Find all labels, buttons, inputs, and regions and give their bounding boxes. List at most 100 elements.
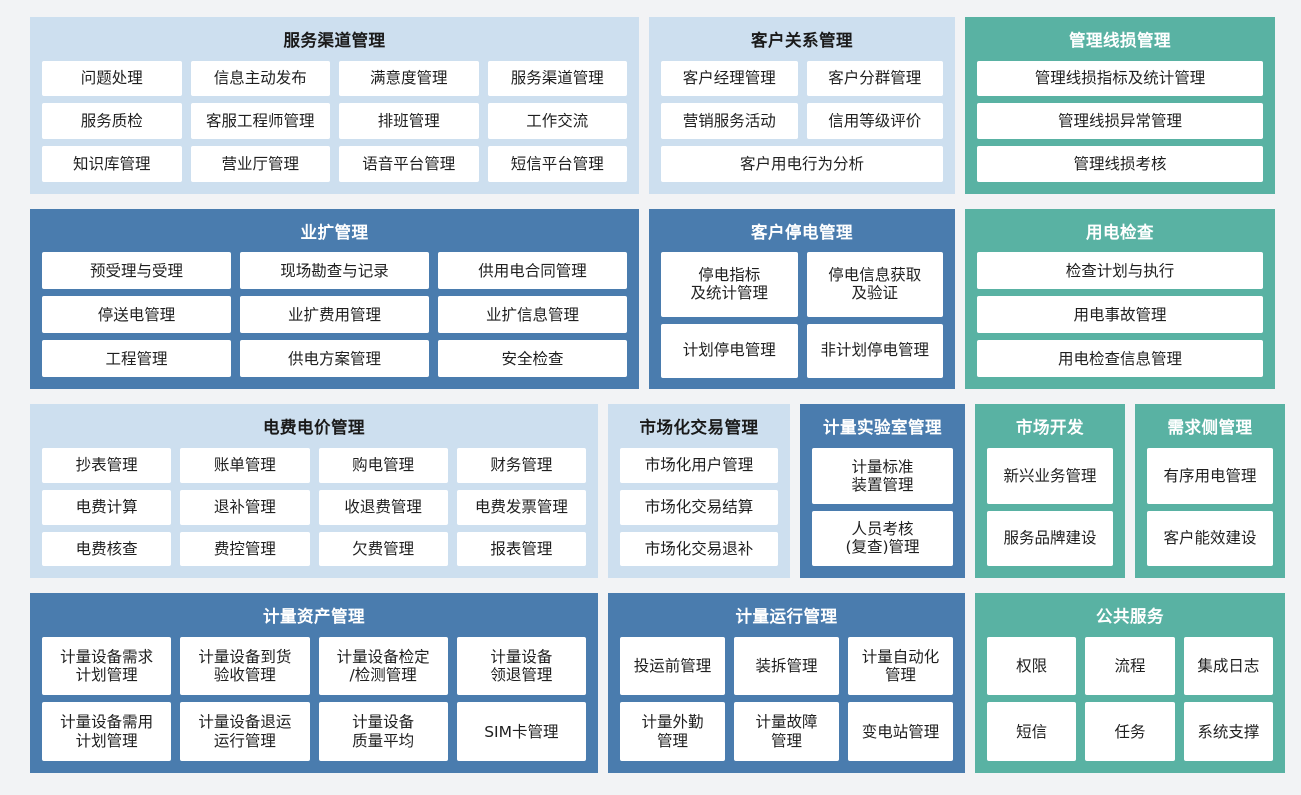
tile-item[interactable]: 管理线损考核 xyxy=(977,146,1263,182)
tile-item[interactable]: 供用电合同管理 xyxy=(438,252,627,290)
tile-item[interactable]: 人员考核 (复查)管理 xyxy=(812,510,953,567)
tile-item[interactable]: 客户分群管理 xyxy=(806,60,943,97)
tile-item[interactable]: 新兴业务管理 xyxy=(987,447,1113,504)
tile-item[interactable]: 管理线损指标及统计管理 xyxy=(977,60,1263,97)
tile-item[interactable]: 营业厅管理 xyxy=(190,146,330,182)
tile-item[interactable]: 计量设备需用 计划管理 xyxy=(42,702,172,762)
tile-item[interactable]: 市场化交易结算 xyxy=(620,489,778,525)
tile-item[interactable]: 检查计划与执行 xyxy=(977,252,1263,290)
tile-item[interactable]: 问题处理 xyxy=(42,60,182,97)
tile-item[interactable]: 客户能效建设 xyxy=(1147,510,1273,567)
tile-item[interactable]: 账单管理 xyxy=(180,447,310,483)
panel-metering-operation[interactable]: 计量运行管理 投运前管理 装拆管理 计量自动化 管理 计量外勤 管理 计量故障 … xyxy=(608,593,965,773)
tile-item[interactable]: 权限 xyxy=(987,636,1077,696)
tile-item[interactable]: 电费发票管理 xyxy=(456,489,586,525)
tile-item[interactable]: 排班管理 xyxy=(339,103,479,139)
tile-row: 抄表管理 账单管理 购电管理 财务管理 xyxy=(42,447,586,483)
tile-item[interactable]: 短信 xyxy=(987,702,1077,762)
panel-market-transaction[interactable]: 市场化交易管理 市场化用户管理 市场化交易结算 市场化交易退补 xyxy=(608,404,790,579)
tile-item[interactable]: 用电检查信息管理 xyxy=(977,340,1263,378)
tile-item[interactable]: 营销服务活动 xyxy=(661,103,798,139)
panel-public-service[interactable]: 公共服务 权限 流程 集成日志 短信 任务 系统支撑 xyxy=(975,593,1285,773)
tile-item[interactable]: 集成日志 xyxy=(1183,636,1273,696)
panel-service-channel[interactable]: 服务渠道管理 问题处理 信息主动发布 满意度管理 服务渠道管理 服务质检 客服工… xyxy=(30,17,639,194)
tile-item[interactable]: 预受理与受理 xyxy=(42,252,231,290)
tile-row: 市场化用户管理 xyxy=(620,447,778,483)
tile-group: 检查计划与执行 用电事故管理 用电检查信息管理 xyxy=(977,252,1263,378)
panel-market-development[interactable]: 市场开发 新兴业务管理 服务品牌建设 xyxy=(975,404,1125,579)
tile-item[interactable]: 抄表管理 xyxy=(42,447,172,483)
panel-power-inspection[interactable]: 用电检查 检查计划与执行 用电事故管理 用电检查信息管理 xyxy=(965,208,1275,390)
tile-item[interactable]: 计量故障 管理 xyxy=(734,702,839,762)
tile-item[interactable]: 有序用电管理 xyxy=(1147,447,1273,504)
panel-metering-laboratory[interactable]: 计量实验室管理 计量标准 装置管理 人员考核 (复查)管理 xyxy=(800,404,965,579)
tile-row: 计量标准 装置管理 xyxy=(812,447,953,504)
tile-item[interactable]: 计划停电管理 xyxy=(661,323,798,378)
tile-item[interactable]: 投运前管理 xyxy=(620,636,725,696)
tile-item[interactable]: 客服工程师管理 xyxy=(190,103,330,139)
panel-demand-side-management[interactable]: 需求侧管理 有序用电管理 客户能效建设 xyxy=(1135,404,1285,579)
tile-item[interactable]: 业扩费用管理 xyxy=(240,296,429,334)
tile-item[interactable]: 流程 xyxy=(1085,636,1175,696)
tile-item[interactable]: 计量设备到货 验收管理 xyxy=(180,636,310,696)
tile-item[interactable]: 现场勘查与记录 xyxy=(240,252,429,290)
tile-item[interactable]: 财务管理 xyxy=(456,447,586,483)
tile-row: 预受理与受理 现场勘查与记录 供用电合同管理 xyxy=(42,252,627,290)
tile-item[interactable]: 管理线损异常管理 xyxy=(977,103,1263,139)
panel-line-loss-management[interactable]: 管理线损管理 管理线损指标及统计管理 管理线损异常管理 管理线损考核 xyxy=(965,17,1275,194)
tile-item[interactable]: 计量设备检定 /检测管理 xyxy=(318,636,448,696)
tile-item[interactable]: 信息主动发布 xyxy=(190,60,330,97)
tile-item[interactable]: 短信平台管理 xyxy=(487,146,627,182)
tile-item[interactable]: 工作交流 xyxy=(487,103,627,139)
tile-item[interactable]: 计量设备退运 运行管理 xyxy=(180,702,310,762)
tile-item[interactable]: 收退费管理 xyxy=(318,489,448,525)
tile-item[interactable]: 供电方案管理 xyxy=(240,340,429,378)
panel-title: 业扩管理 xyxy=(300,222,369,242)
tile-item[interactable]: 电费计算 xyxy=(42,489,172,525)
tile-item[interactable]: 退补管理 xyxy=(180,489,310,525)
tile-item[interactable]: 市场化用户管理 xyxy=(620,447,778,483)
tile-item[interactable]: 计量设备 质量平均 xyxy=(318,702,448,762)
tile-item[interactable]: 服务品牌建设 xyxy=(987,510,1113,567)
tile-item[interactable]: 系统支撑 xyxy=(1183,702,1273,762)
tile-item[interactable]: 满意度管理 xyxy=(339,60,479,97)
panel-customer-relationship[interactable]: 客户关系管理 客户经理管理 客户分群管理 营销服务活动 信用等级评价 客户用电行… xyxy=(649,17,955,194)
tile-item[interactable]: 信用等级评价 xyxy=(806,103,943,139)
panel-business-expansion[interactable]: 业扩管理 预受理与受理 现场勘查与记录 供用电合同管理 停送电管理 业扩费用管理… xyxy=(30,208,639,390)
tile-item[interactable]: 停电信息获取 及验证 xyxy=(806,252,943,317)
tile-item[interactable]: 计量外勤 管理 xyxy=(620,702,725,762)
tile-item[interactable]: SIM卡管理 xyxy=(456,702,586,762)
tile-item[interactable]: 购电管理 xyxy=(318,447,448,483)
panel-customer-outage[interactable]: 客户停电管理 停电指标 及统计管理 停电信息获取 及验证 计划停电管理 非计划停… xyxy=(649,208,955,390)
tile-item[interactable]: 变电站管理 xyxy=(848,702,953,762)
tile-item[interactable]: 客户经理管理 xyxy=(661,60,798,97)
tile-item[interactable]: 计量设备 领退管理 xyxy=(456,636,586,696)
tile-row: 工程管理 供电方案管理 安全检查 xyxy=(42,340,627,378)
tile-row: 管理线损异常管理 xyxy=(977,103,1263,139)
tile-item[interactable]: 知识库管理 xyxy=(42,146,182,182)
panel-electricity-tariff[interactable]: 电费电价管理 抄表管理 账单管理 购电管理 财务管理 电费计算 退补管理 收退费… xyxy=(30,404,598,579)
tile-item[interactable]: 任务 xyxy=(1085,702,1175,762)
tile-item[interactable]: 市场化交易退补 xyxy=(620,531,778,567)
tile-item[interactable]: 欠费管理 xyxy=(318,531,448,567)
tile-item[interactable]: 计量标准 装置管理 xyxy=(812,447,953,504)
tile-item[interactable]: 工程管理 xyxy=(42,340,231,378)
tile-item[interactable]: 费控管理 xyxy=(180,531,310,567)
tile-item[interactable]: 计量设备需求 计划管理 xyxy=(42,636,172,696)
tile-item[interactable]: 客户用电行为分析 xyxy=(661,146,943,182)
tile-item[interactable]: 服务渠道管理 xyxy=(487,60,627,97)
panel-metering-assets[interactable]: 计量资产管理 计量设备需求 计划管理 计量设备到货 验收管理 计量设备检定 /检… xyxy=(30,593,598,773)
tile-item[interactable]: 计量自动化 管理 xyxy=(848,636,953,696)
tile-item[interactable]: 安全检查 xyxy=(438,340,627,378)
tile-item[interactable]: 非计划停电管理 xyxy=(806,323,943,378)
tile-item[interactable]: 电费核查 xyxy=(42,531,172,567)
tile-item[interactable]: 停送电管理 xyxy=(42,296,231,334)
tile-item[interactable]: 用电事故管理 xyxy=(977,296,1263,334)
panel-title: 客户停电管理 xyxy=(751,222,853,242)
tile-item[interactable]: 停电指标 及统计管理 xyxy=(661,252,798,317)
tile-item[interactable]: 服务质检 xyxy=(42,103,182,139)
tile-item[interactable]: 语音平台管理 xyxy=(339,146,479,182)
tile-item[interactable]: 装拆管理 xyxy=(734,636,839,696)
tile-item[interactable]: 业扩信息管理 xyxy=(438,296,627,334)
tile-item[interactable]: 报表管理 xyxy=(456,531,586,567)
